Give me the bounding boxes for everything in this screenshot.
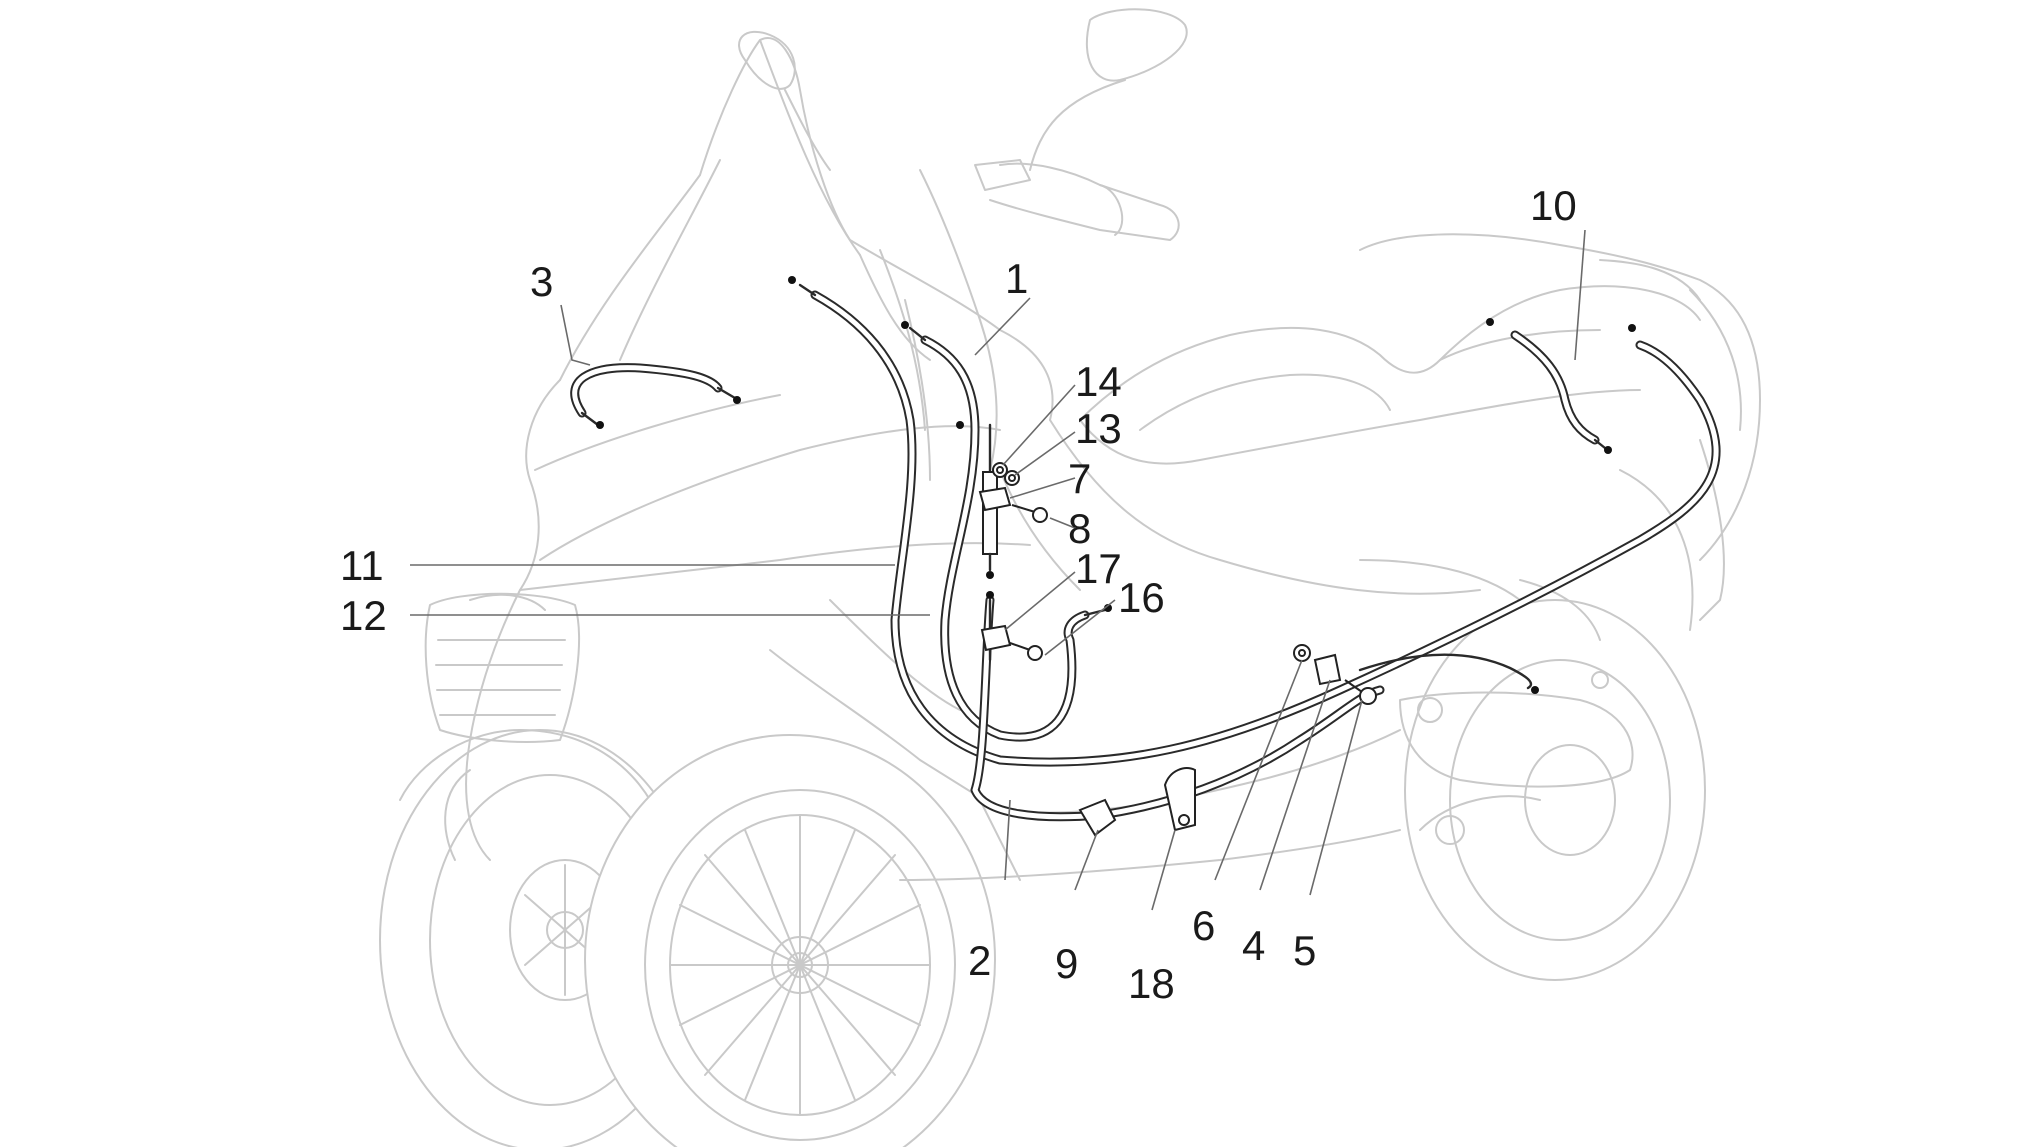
cable-end-dot (1104, 604, 1112, 612)
clamp-17 (980, 624, 1012, 652)
part-label-11: 11 (340, 542, 384, 589)
clamp-4 (1313, 653, 1342, 686)
clamp-7 (978, 486, 1012, 512)
part-labels: 1 2 3 4 5 6 7 8 9 10 11 12 13 14 16 17 1… (340, 182, 1577, 1007)
part-label-4: 4 (1242, 922, 1265, 969)
cable-rear-thin (1358, 653, 1533, 690)
part-label-8: 8 (1068, 505, 1091, 552)
part-label-7: 7 (1068, 455, 1091, 502)
hardware (596, 276, 1636, 837)
cable-end-dot (986, 591, 994, 599)
cable-end-dot (1531, 686, 1539, 694)
part-label-1: 1 (1005, 255, 1028, 302)
part-label-18: 18 (1128, 960, 1175, 1007)
clip-9 (1078, 798, 1117, 837)
bolt-5 (1344, 679, 1377, 705)
leader-lines (410, 229, 1586, 911)
cable-11 (798, 283, 1721, 767)
part-label-2: 2 (968, 937, 991, 984)
part-label-10: 10 (1530, 182, 1577, 229)
scooter-outline (379, 8, 1761, 1147)
part-label-13: 13 (1075, 405, 1122, 452)
cable-end-dot (1604, 446, 1612, 454)
cable-10 (1510, 330, 1607, 450)
part-label-14: 14 (1075, 358, 1122, 405)
cable-end-dot (1628, 324, 1636, 332)
cable-end-dot (1486, 318, 1494, 326)
cable-end-dot (986, 571, 994, 579)
part-label-17: 17 (1075, 545, 1122, 592)
cables (570, 283, 1721, 822)
cable-end-dot (901, 321, 909, 329)
nut-14 (992, 462, 1008, 478)
bolt-8 (1011, 504, 1048, 523)
bracket-18 (1163, 767, 1196, 832)
part-label-6: 6 (1192, 902, 1215, 949)
cable-end-dot (733, 396, 741, 404)
part-label-3: 3 (530, 258, 553, 305)
nut-6 (1293, 644, 1311, 662)
part-label-9: 9 (1055, 940, 1078, 987)
cable-end-dot (956, 421, 964, 429)
part-label-5: 5 (1293, 927, 1316, 974)
cable-end-dot (788, 276, 796, 284)
bolt-16 (1009, 642, 1043, 661)
cable-end-dot (596, 421, 604, 429)
cable-12 (908, 326, 1107, 742)
cable-3 (570, 363, 737, 427)
part-label-12: 12 (340, 592, 387, 639)
part-label-16: 16 (1118, 574, 1165, 621)
